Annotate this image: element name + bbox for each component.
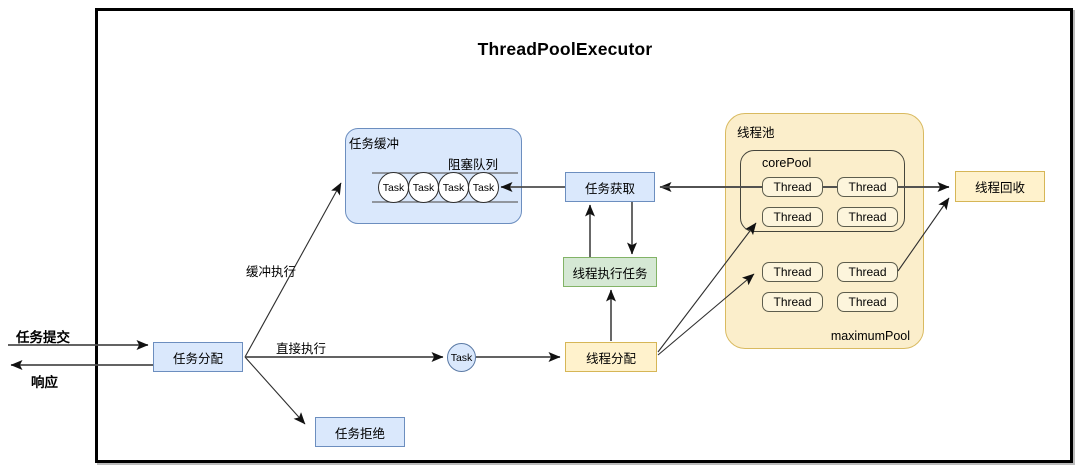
task-token: Task: [447, 343, 476, 372]
max-thread: Thread: [762, 262, 823, 282]
arrow-thread-to-recycle: [897, 197, 950, 272]
queue-task-circle: Task: [438, 172, 469, 203]
core-pool-label: corePool: [762, 156, 812, 170]
core-thread: Thread: [762, 177, 823, 197]
diagram-border: [95, 8, 1073, 463]
maximum-pool-label: maximumPool: [830, 329, 910, 343]
buffered-exec-label: 缓冲执行: [246, 265, 297, 279]
arrow-buffered-exec: [244, 182, 342, 358]
arrow-dispatch-to-maxpool: [657, 273, 755, 356]
max-thread: Thread: [837, 292, 898, 312]
task-fetch-node: 任务获取: [565, 172, 655, 202]
task-reject-node: 任务拒绝: [315, 417, 405, 447]
queue-task-circle: Task: [378, 172, 409, 203]
core-thread: Thread: [837, 207, 898, 227]
arrow-task-reject: [244, 356, 306, 425]
thread-pool-label: 线程池: [737, 126, 775, 140]
max-thread: Thread: [837, 262, 898, 282]
core-thread: Thread: [762, 207, 823, 227]
queue-task-circle: Task: [468, 172, 499, 203]
task-dispatch-node: 任务分配: [153, 342, 243, 372]
max-thread: Thread: [762, 292, 823, 312]
thread-dispatch-node: 线程分配: [565, 342, 657, 372]
queue-task-circle: Task: [408, 172, 439, 203]
diagram-title: ThreadPoolExecutor: [477, 39, 653, 59]
arrow-dispatch-to-corepool: [657, 222, 757, 353]
task-submit-label: 任务提交: [16, 330, 70, 345]
thread-recycle-node: 线程回收: [955, 171, 1045, 202]
response-label: 响应: [31, 375, 58, 390]
blocking-queue-label: 阻塞队列: [448, 158, 499, 172]
thread-exec-node: 线程执行任务: [563, 257, 657, 287]
core-pool-container: [740, 150, 905, 232]
task-buffer-label: 任务缓冲: [349, 137, 400, 151]
core-thread: Thread: [837, 177, 898, 197]
direct-exec-label: 直接执行: [276, 342, 327, 356]
